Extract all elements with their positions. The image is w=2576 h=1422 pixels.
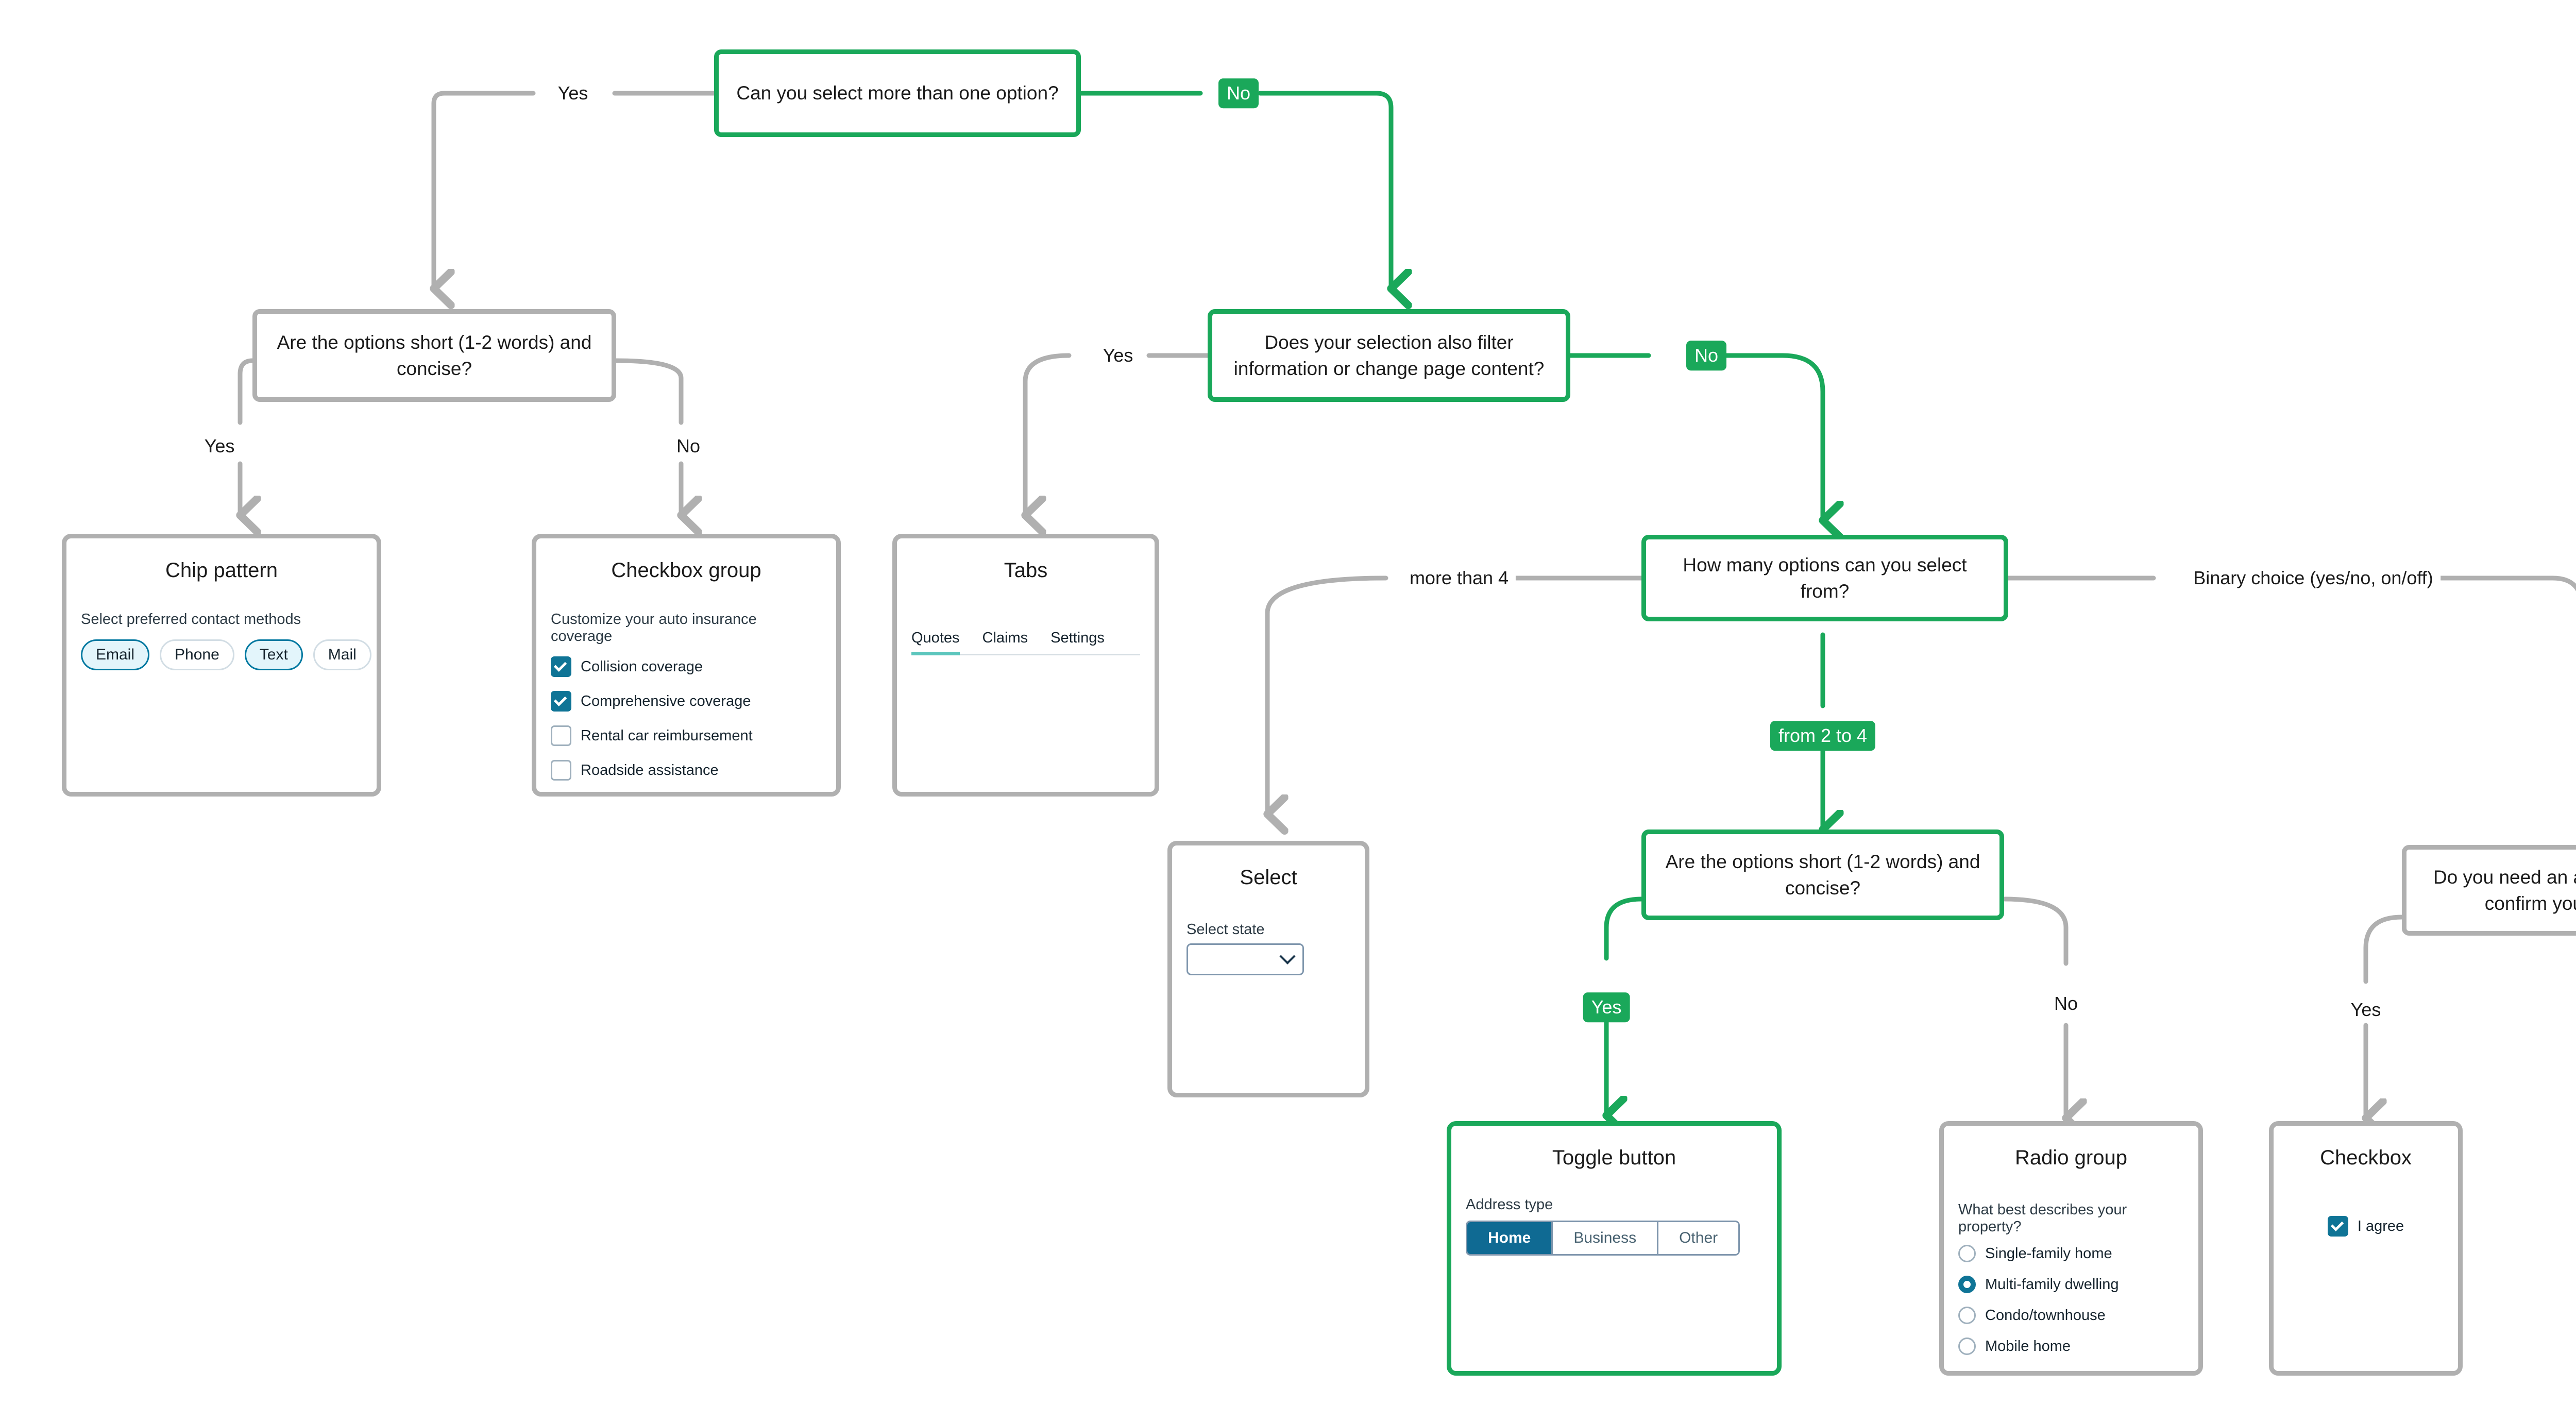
pattern-card-checkbox: Checkbox I agree [2269,1121,2463,1376]
toggle-button-label: Address type [1466,1196,1553,1213]
toggle-button-home[interactable]: Home [1467,1222,1553,1254]
decision-node-options-short-left[interactable]: Are the options short (1-2 words) and co… [252,309,616,402]
tab-settings[interactable]: Settings [1050,630,1105,646]
select-input[interactable] [1187,943,1304,975]
edge-badge-q1-no: No [1218,78,1259,108]
tab-quotes[interactable]: Quotes [911,630,960,655]
card-title: Checkbox [2320,1146,2412,1169]
radio-option-condo[interactable]: Condo/townhouse [1958,1307,2184,1324]
decision-node-label: How many options can you select from? [1683,554,1967,602]
tab-claims[interactable]: Claims [982,630,1028,646]
checkbox-group-helper-text: Customize your auto insurance coverage [551,611,757,645]
pattern-card-radio-group: Radio group What best describes your pro… [1939,1121,2203,1376]
pattern-card-checkbox-group: Checkbox group Customize your auto insur… [532,534,841,797]
checkbox-unchecked-icon[interactable] [551,760,571,781]
edge-badge-q4-from-2-to-4: from 2 to 4 [1770,721,1876,751]
toggle-button-business[interactable]: Business [1553,1222,1659,1254]
checkbox-label: Collision coverage [581,658,703,675]
checkbox-option-i-agree[interactable]: I agree [2288,1216,2444,1237]
decision-node-options-short-right[interactable]: Are the options short (1-2 words) and co… [1641,830,2004,920]
radio-label: Single-family home [1985,1245,2112,1262]
checkbox-checked-icon[interactable] [551,691,571,712]
radio-unselected-icon[interactable] [1958,1307,1976,1324]
checkbox-checked-icon[interactable] [2327,1216,2348,1237]
decision-node-label: Are the options short (1-2 words) and co… [277,331,592,379]
card-title: Radio group [2015,1146,2127,1169]
card-title: Checkbox group [611,559,761,582]
decision-node-label: Are the options short (1-2 words) and co… [1665,851,1980,899]
card-title: Select [1240,866,1297,889]
checkbox-option-collision[interactable]: Collision coverage [551,656,822,677]
pattern-card-select: Select Select state [1167,841,1369,1097]
chip-helper-text: Select preferred contact methods [81,611,301,628]
checkbox-option-comprehensive[interactable]: Comprehensive coverage [551,691,822,712]
radio-group-helper-text: What best describes your property? [1958,1201,2127,1235]
card-title: Tabs [1004,559,1048,582]
decision-node-label: Does your selection also filter informat… [1233,331,1545,379]
edge-label-q2-yes: Yes [197,435,242,457]
decision-node-confirm-action[interactable]: Do you need an additional action to conf… [2402,845,2576,936]
checkbox-label: Roadside assistance [581,761,719,778]
chevron-down-icon[interactable] [1279,948,1296,964]
chip-row: Email Phone Text Mail [81,639,371,670]
checkbox-unchecked-icon[interactable] [551,725,571,746]
decision-node-label: Do you need an additional action to conf… [2433,866,2576,914]
decision-node-label: Can you select more than one option? [736,82,1059,104]
radio-label: Condo/townhouse [1985,1307,2106,1324]
edge-label-q2-no: No [669,435,708,457]
edge-label-q1-yes: Yes [550,82,596,104]
chip-email[interactable]: Email [81,639,150,670]
edge-label-q4-binary-choice: Binary choice (yes/no, on/off) [2186,567,2441,589]
chip-phone[interactable]: Phone [160,639,234,670]
radio-selected-icon[interactable] [1958,1276,1976,1293]
chip-text[interactable]: Text [244,639,303,670]
checkbox-label: Comprehensive coverage [581,692,751,709]
edge-label-q3-yes: Yes [1095,345,1141,366]
tab-bar: Quotes Claims Settings [911,630,1140,655]
edge-label-q5-no: No [2046,993,2086,1014]
edge-label-q4-more-than-4: more than 4 [1402,567,1516,589]
radio-option-mobile-home[interactable]: Mobile home [1958,1338,2184,1355]
checkbox-label: I agree [2357,1217,2404,1234]
checkbox-checked-icon[interactable] [551,656,571,677]
checkbox-option-roadside[interactable]: Roadside assistance [551,760,822,781]
pattern-card-toggle-button: Toggle button Address type Home Business… [1447,1121,1782,1376]
pattern-card-tabs: Tabs Quotes Claims Settings [892,534,1159,797]
radio-label: Multi-family dwelling [1985,1276,2119,1293]
edge-label-q6-yes: Yes [2343,999,2388,1021]
radio-option-single-family[interactable]: Single-family home [1958,1245,2184,1262]
toggle-button-other[interactable]: Other [1658,1222,1739,1254]
edge-badge-q3-no: No [1686,341,1727,370]
edge-badge-q5-yes: Yes [1583,992,1630,1022]
select-label: Select state [1187,921,1265,938]
pattern-card-chip: Chip pattern Select preferred contact me… [62,534,381,797]
decision-node-can-select-multiple[interactable]: Can you select more than one option? [714,49,1081,137]
radio-unselected-icon[interactable] [1958,1245,1976,1262]
checkbox-label: Rental car reimbursement [581,727,753,744]
radio-unselected-icon[interactable] [1958,1338,1976,1355]
toggle-button-group: Home Business Other [1466,1221,1740,1256]
chip-mail[interactable]: Mail [313,639,371,670]
decision-node-filters-content[interactable]: Does your selection also filter informat… [1208,309,1570,402]
decision-node-how-many-options[interactable]: How many options can you select from? [1641,535,2008,621]
checkbox-option-rental-car[interactable]: Rental car reimbursement [551,725,822,746]
card-title: Toggle button [1552,1146,1676,1169]
radio-option-multi-family[interactable]: Multi-family dwelling [1958,1276,2184,1293]
radio-label: Mobile home [1985,1338,2071,1355]
card-title: Chip pattern [165,559,278,582]
